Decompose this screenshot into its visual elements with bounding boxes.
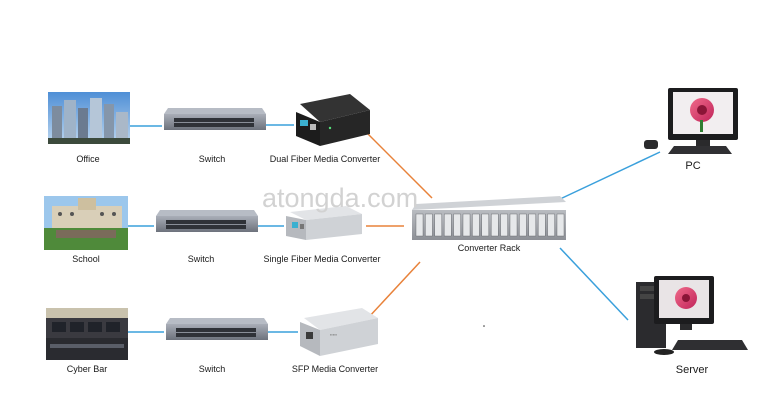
rack-slot [547,213,555,237]
rack-slot [481,213,489,237]
school-label: School [72,254,100,264]
converter-rack-label: Converter Rack [457,243,521,253]
pc-device [644,88,738,154]
svg-text:▪▪▪▪▪: ▪▪▪▪▪ [330,332,338,337]
office-label: Office [76,154,100,164]
converter-rack-device [412,196,566,240]
switch-1-device [164,108,266,130]
stray-dot [483,325,485,327]
rack-slot [415,213,424,237]
school-photo [44,196,128,250]
rack-slot [444,213,452,237]
rack-slot [453,213,461,237]
connections [128,124,661,333]
watermark-text: atongda.com [262,183,418,213]
fiber-link-dual-rack [361,127,433,199]
rack-slot [491,213,499,237]
rack-slot [556,213,565,237]
switch-3-device [166,318,268,340]
cyber-bar-photo [46,308,128,360]
sfp-converter-device: ▪▪▪▪▪ [300,308,378,356]
rack-slot [462,213,471,237]
dual-fiber-converter-device [296,94,370,146]
switch-2-label: Switch [187,254,215,264]
switch-2-device [156,210,258,232]
dual-fiber-converter-label: Dual Fiber Media Converter [269,154,381,164]
switch-1-label: Switch [198,154,226,164]
fiber-link-sfp-rack [367,261,421,319]
copper-link-rack-server [559,247,629,321]
server-label: Server [675,364,709,376]
rack-slot [538,213,546,237]
rack-slot [519,213,527,237]
office-photo [48,92,130,144]
pc-label: PC [685,160,701,172]
cyber-bar-label: Cyber Bar [66,364,108,374]
single-fiber-converter-label: Single Fiber Media Converter [263,254,381,264]
rack-slot [434,213,442,237]
switch-3-label: Switch [198,364,226,374]
rack-slot [472,213,480,237]
copper-link-rack-pc [557,151,661,201]
rack-slot [425,213,433,237]
rack-slot [500,213,508,237]
server-device [636,276,748,355]
rack-slot [528,213,536,237]
single-fiber-converter-device [286,206,362,240]
sfp-converter-label: SFP Media Converter [291,364,379,374]
rack-slot [509,213,518,237]
